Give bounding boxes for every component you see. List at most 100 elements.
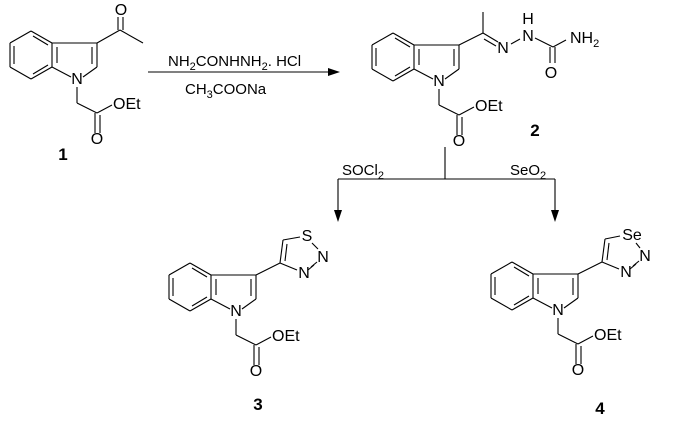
bond-line	[255, 262, 281, 276]
reaction-arrow-1: NH2CONHNH2. HCl CH3COONa	[148, 53, 340, 101]
atom-ring-n: N	[230, 303, 242, 320]
bond-line	[458, 106, 475, 116]
compound-number: 1	[58, 145, 67, 164]
bond-line	[601, 261, 620, 270]
bond-line	[438, 104, 460, 116]
reagent-selenium-dioxide: SeO2	[510, 162, 546, 182]
bond-line	[241, 298, 257, 310]
atom-amide-nh2: NH2	[570, 30, 599, 50]
compound-1: N OEt O O 1	[9, 2, 144, 164]
indole-core-bonds	[168, 262, 272, 365]
atom-amide-o: O	[545, 65, 557, 82]
reagent-semicarbazide: NH2CONHNH2. HCl	[168, 53, 301, 73]
bond-line	[168, 298, 191, 312]
bond-line	[76, 102, 98, 114]
semicarbazone-bonds	[458, 12, 567, 63]
atom-n2: N	[639, 248, 651, 265]
bond-line	[82, 66, 98, 78]
arrow-head-icon	[334, 210, 342, 222]
atom-n2: N	[317, 249, 329, 266]
atom-ester-o: O	[572, 362, 584, 379]
arrow-head-icon	[551, 210, 559, 222]
bond-line	[483, 38, 497, 47]
atom-n3: N	[298, 265, 310, 282]
indole-core-bonds	[9, 30, 113, 133]
atom-ring-n: N	[433, 73, 445, 90]
bond-line	[51, 66, 72, 78]
bond-line	[458, 32, 484, 46]
compound-number: 4	[595, 399, 605, 418]
bond-line	[9, 30, 32, 44]
indole-core-bonds	[490, 261, 594, 364]
bond-line	[392, 32, 415, 46]
bond-line	[413, 68, 434, 80]
atom-hydrazide-n: N	[522, 28, 534, 45]
bond-line	[444, 68, 460, 80]
bond-line	[168, 262, 191, 276]
acetyl-bonds	[96, 17, 144, 44]
bond-line	[371, 68, 394, 82]
compound-2: N OEt O N N H NH2 O 2	[371, 11, 599, 150]
thiadiazole-bonds	[255, 236, 319, 276]
selenadiazole-bonds	[577, 235, 641, 275]
reagent-thionyl-chloride: SOCl2	[342, 162, 384, 182]
bond-line	[311, 242, 319, 250]
bond-line	[96, 29, 121, 44]
atom-selenium: Se	[622, 227, 642, 244]
bond-line	[552, 39, 567, 48]
compound-3: N OEt O S N N 3	[168, 228, 329, 414]
atom-ester-oet: OEt	[272, 328, 300, 345]
bond-line	[563, 297, 579, 309]
bond-line	[629, 263, 637, 270]
compound-4: N OEt O Se N N 4	[490, 227, 651, 418]
bond-line	[513, 266, 530, 277]
bond-line	[279, 239, 284, 264]
bond-line	[557, 333, 579, 345]
bond-line	[191, 267, 208, 278]
atom-n3: N	[620, 264, 632, 281]
branch-arrows: SOCl2 SeO2	[334, 147, 559, 222]
bond-line	[394, 37, 411, 48]
bond-line	[604, 235, 621, 240]
bond-line	[189, 298, 212, 312]
bond-line	[371, 32, 394, 46]
bond-line	[284, 243, 288, 262]
atom-ester-o: O	[453, 133, 465, 150]
bond-line	[394, 66, 411, 77]
bond-line	[255, 336, 272, 346]
atom-ester-oet: OEt	[475, 98, 503, 115]
compound-number: 2	[530, 121, 539, 140]
bond-line	[9, 66, 32, 80]
bond-line	[30, 66, 53, 80]
bond-line	[32, 35, 49, 46]
atom-ester-o: O	[91, 131, 103, 148]
atom-imine-n: N	[497, 40, 509, 57]
bond-line	[532, 297, 553, 309]
bond-line	[490, 297, 513, 311]
bond-line	[511, 297, 534, 311]
bond-line	[490, 261, 513, 275]
atom-ester-oet: OEt	[594, 327, 622, 344]
bond-line	[210, 298, 231, 310]
bond-line	[32, 64, 49, 75]
arrow-head-icon	[328, 68, 340, 76]
bond-line	[30, 30, 53, 44]
atom-sulfur: S	[302, 228, 313, 245]
bond-line	[534, 37, 554, 48]
bond-line	[577, 335, 594, 345]
bond-line	[635, 242, 641, 249]
bond-line	[279, 262, 298, 271]
bond-line	[392, 68, 415, 82]
compound-number: 3	[253, 395, 262, 414]
bond-line	[307, 264, 315, 271]
bond-line	[482, 32, 499, 43]
bond-line	[96, 104, 113, 114]
bond-line	[601, 238, 606, 263]
atom-ester-o: O	[250, 363, 262, 380]
atom-ring-n: N	[552, 302, 564, 319]
reagent-sodium-acetate: CH3COONa	[185, 81, 267, 101]
atom-ester-oet: OEt	[113, 96, 141, 113]
bond-line	[577, 261, 603, 275]
atom-hydrazide-h: H	[522, 11, 534, 28]
